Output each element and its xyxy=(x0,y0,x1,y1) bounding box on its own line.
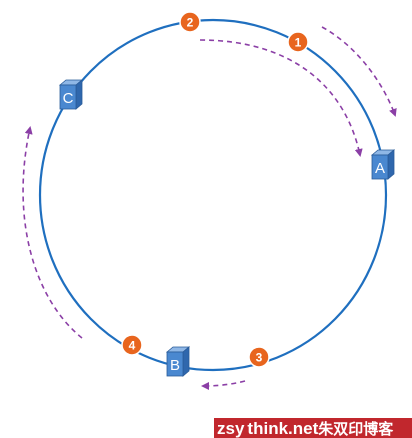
watermark-prefix: zsy xyxy=(217,419,245,438)
key-4: 4 xyxy=(121,334,143,356)
key-4-marker xyxy=(121,334,143,356)
key-2: 2 xyxy=(179,11,201,33)
key-1: 1 xyxy=(287,31,309,53)
server-b-side xyxy=(182,346,190,377)
watermark-background xyxy=(214,418,412,438)
server-a: A xyxy=(370,149,396,180)
server-b-label: B xyxy=(170,357,180,374)
server-c-label: C xyxy=(63,90,74,107)
key-2-marker xyxy=(179,11,201,33)
server-c-side xyxy=(75,79,83,110)
key-3-label: 3 xyxy=(256,351,263,365)
arrow-key2-to-a xyxy=(199,39,363,157)
arrow-key1-outer xyxy=(321,26,397,117)
server-a-side xyxy=(387,149,395,180)
key-2-label: 2 xyxy=(187,16,194,30)
key-3-marker xyxy=(248,346,270,368)
server-b: B xyxy=(165,346,191,377)
server-a-face xyxy=(371,154,389,180)
hash-ring xyxy=(38,18,388,372)
watermark-suffix: 朱双印博客 xyxy=(318,420,394,438)
server-b-face xyxy=(166,351,184,377)
server-c: C xyxy=(58,79,84,110)
key-1-label: 1 xyxy=(295,36,302,50)
key-3: 3 xyxy=(248,346,270,368)
server-a-label: A xyxy=(375,160,385,177)
arrow-left-upward xyxy=(22,126,83,339)
key-1-marker xyxy=(287,31,309,53)
watermark-domain: think.net xyxy=(247,419,318,438)
arrow-key3-to-b xyxy=(201,380,246,390)
server-c-face xyxy=(59,84,77,110)
key-4-label: 4 xyxy=(129,339,136,353)
